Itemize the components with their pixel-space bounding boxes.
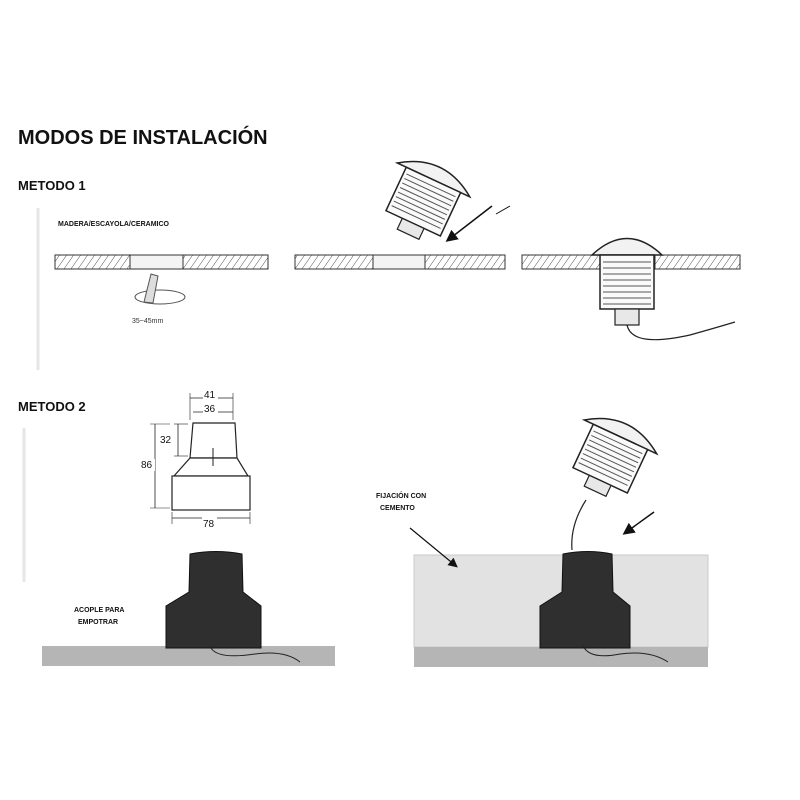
dim-neck-height: 32	[160, 435, 172, 446]
hole-size-label: 35~45mm	[132, 318, 163, 325]
installed-light-fixture	[590, 237, 736, 341]
insert-arrow-1	[445, 205, 493, 242]
coupling-solid-right	[539, 551, 669, 663]
coupling-label-1: ACOPLE PARA	[74, 607, 124, 614]
page-title: MODOS DE INSTALACIÓN	[18, 125, 268, 149]
board-with-hole	[54, 254, 269, 270]
coupling-label-2: EMPOTRAR	[78, 619, 118, 626]
tilted-light-fixture-2	[571, 417, 659, 498]
dim-total-height: 86	[141, 460, 153, 471]
coupling-solid-left	[165, 551, 301, 663]
dim-base-width: 78	[203, 519, 215, 530]
ground-slab-right	[414, 647, 708, 667]
method2-heading: METODO 2	[18, 399, 86, 414]
light-cable	[571, 499, 587, 551]
tilted-light-fixture	[384, 160, 472, 241]
dim-top-width: 41	[204, 390, 216, 401]
cement-label-1: FIJACIÓN CON	[376, 491, 426, 500]
coupling-dimension-drawing	[150, 393, 251, 524]
insert-arrow-tick	[495, 205, 511, 215]
insert-arrow-2	[622, 511, 655, 535]
hole-saw-icon	[134, 273, 186, 305]
ground-slab-left	[42, 646, 335, 666]
cement-label-2: CEMENTO	[380, 505, 415, 512]
material-label: MADERA/ESCAYOLA/CERAMICO	[58, 221, 170, 228]
board-panel-2	[294, 254, 506, 270]
dim-inner-width: 36	[204, 404, 216, 415]
cement-pointer-arrow	[409, 527, 458, 568]
method1-heading: METODO 1	[18, 178, 86, 193]
